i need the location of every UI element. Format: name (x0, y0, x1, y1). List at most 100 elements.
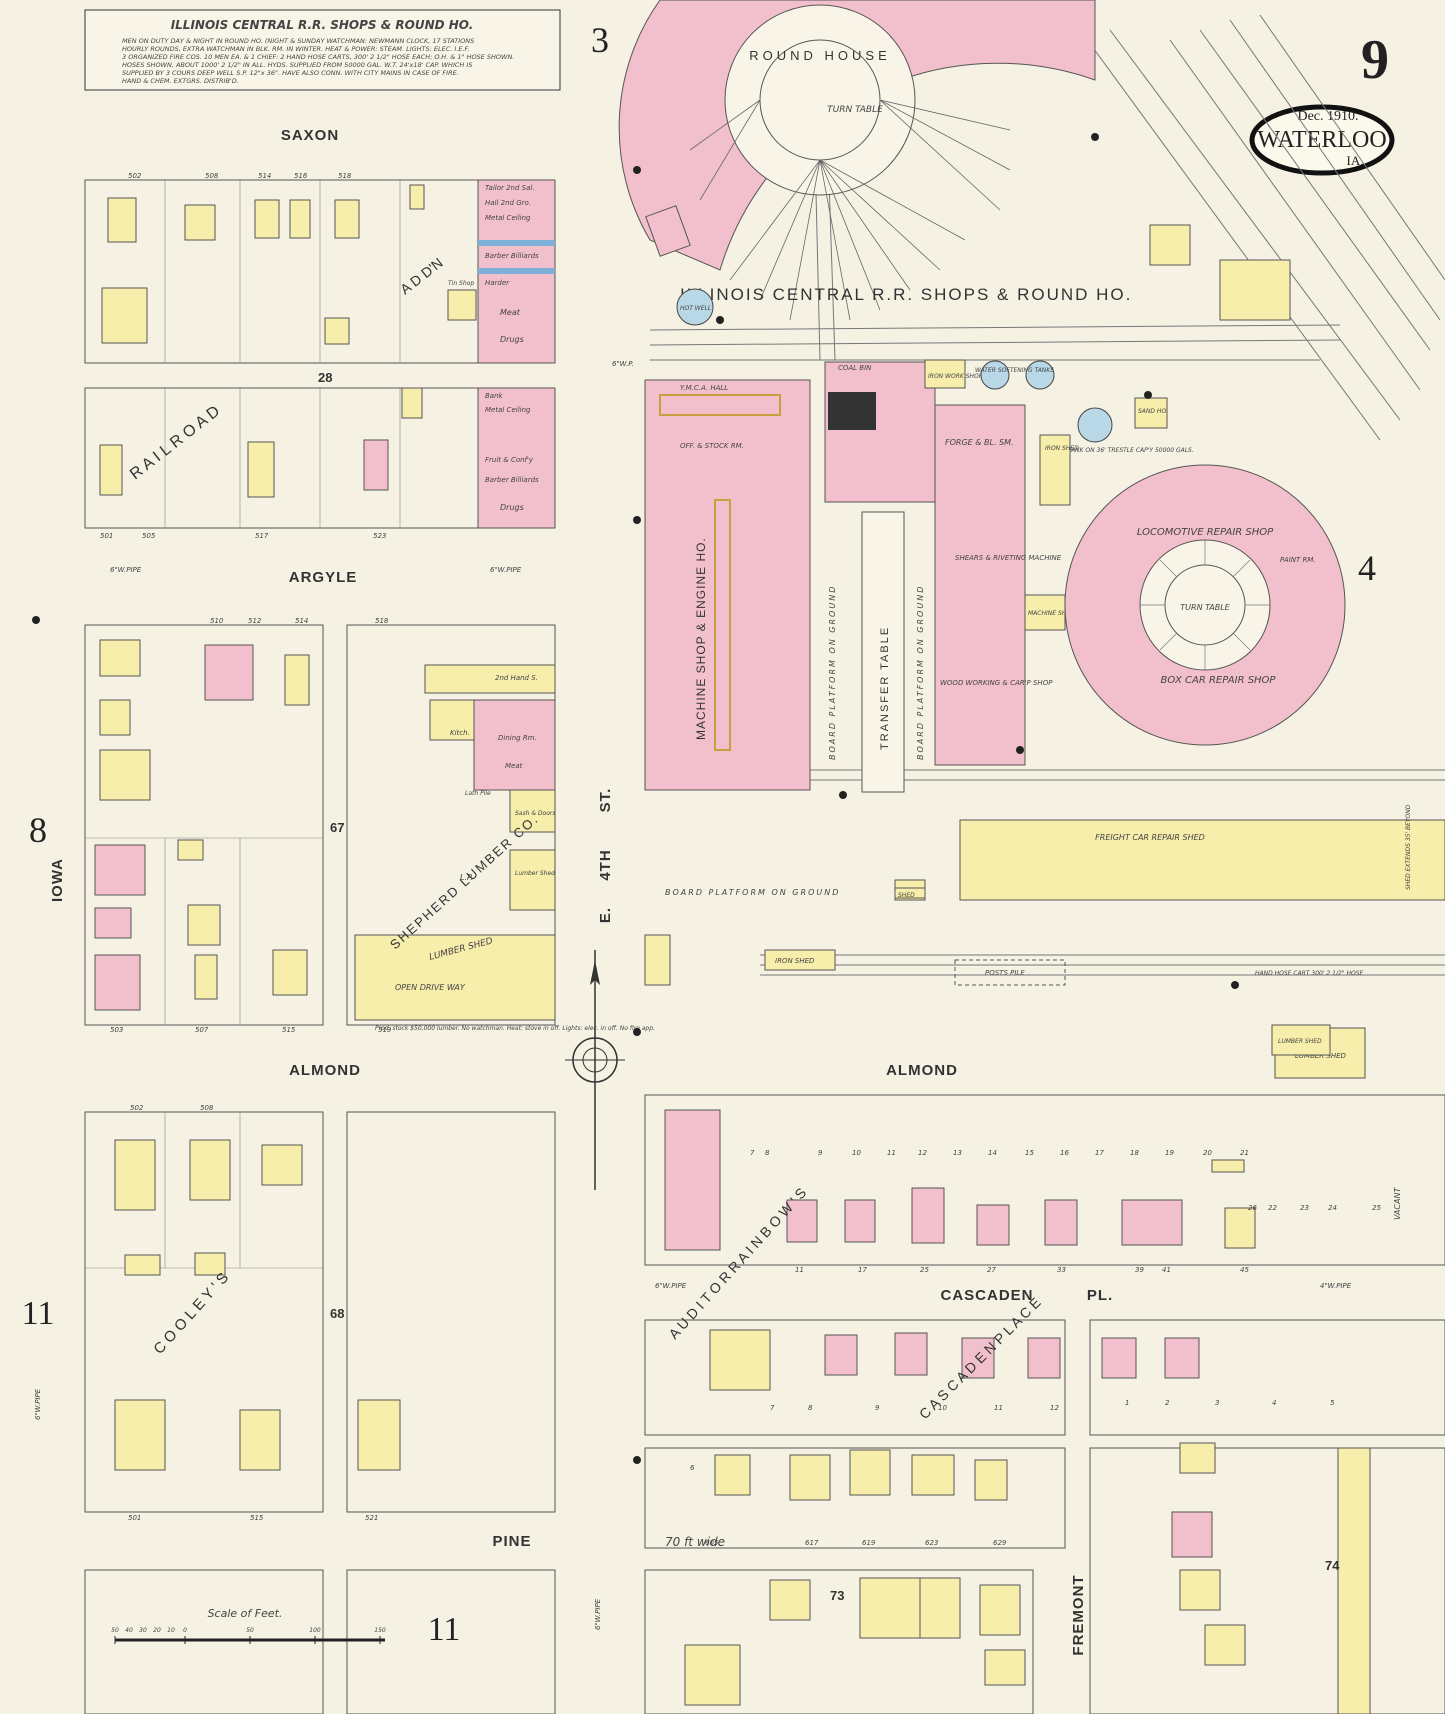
map-label: 25 (920, 1266, 929, 1274)
map-label: COAL BIN (838, 364, 872, 372)
map-label: 20 (1203, 1149, 1212, 1157)
notes-line-6: HAND & CHEM. EXTGRS. DISTRIB'D. (122, 77, 239, 85)
map-label: 6"W.P. (612, 360, 634, 368)
map-label: 8 (808, 1404, 813, 1412)
block-67-west (84, 624, 324, 1026)
street-iowa: IOWA (49, 858, 66, 902)
locomotive-repair-shop: LOCOMOTIVE REPAIR SHOP TURN TABLE BOX CA… (1064, 464, 1346, 746)
map-label: 523 (373, 532, 386, 540)
map-label: 501 (100, 532, 113, 540)
map-label: 508 (205, 172, 219, 180)
map-label: 73 (830, 1588, 844, 1603)
map-label: Lumber Shed (515, 870, 555, 877)
state-name: IA. (1347, 153, 1364, 168)
street-e4th-e: E. (597, 907, 614, 923)
map-label: Tin Shop (448, 280, 474, 287)
freight-car-repair-shed: FREIGHT CAR REPAIR SHED SHED EXTENDS 35'… (959, 804, 1445, 901)
iron-work-tanks: IRON WORK SHOP WATER SOFTENING TANKS WAT… (924, 224, 1291, 506)
map-label: Tailor 2nd Sal. (485, 184, 535, 192)
commercial-row-north (409, 179, 556, 529)
map-label: LUMBER SHED (1278, 1038, 1322, 1045)
map-label: HAND HOSE CART 300' 2 1/2" HOSE (1255, 970, 1364, 977)
street-cascaden: CASCADEN (940, 1287, 1033, 1304)
map-label: 19 (1165, 1149, 1174, 1157)
map-label: TURN TABLE (1180, 603, 1230, 612)
map-label: Drugs (500, 503, 524, 512)
map-label: 68 (330, 1306, 344, 1321)
block-cascaden-south (644, 1447, 1066, 1549)
map-label: 2nd Hand S. (495, 674, 538, 682)
map-label: Barber Billiards (485, 252, 539, 260)
map-label: Sash & Doors (515, 810, 555, 817)
map-label: 8 (765, 1149, 770, 1157)
map-label: FREIGHT CAR REPAIR SHED (1095, 833, 1205, 842)
map-label: Harder (485, 279, 510, 287)
map-label: 521 (365, 1514, 378, 1522)
map-label: 6"W.PIPE (110, 566, 142, 574)
map-label: OFF. & STOCK RM. (680, 442, 744, 450)
forge-woodworking: COAL BIN FORGE & BL. SM. SHEARS & RIVETI… (824, 361, 1075, 766)
map-label: 26 (1248, 1204, 1257, 1212)
map-label: 508 (200, 1104, 214, 1112)
map-label: 17 (858, 1266, 867, 1274)
map-label: SHED (898, 892, 915, 899)
block-pine-south-east (346, 1569, 556, 1714)
map-label: TRANSFER TABLE (879, 626, 891, 750)
map-label: 10 (938, 1404, 947, 1412)
sheet-number: 9 (1361, 29, 1389, 91)
map-label: 0 (183, 1627, 187, 1634)
map-label: 512 (248, 617, 262, 625)
transfer-table-area: TRANSFER TABLE BOARD PLATFORM ON GROUND … (665, 511, 925, 897)
map-label: 6"W.PIPE (34, 1388, 42, 1420)
street-labels: SAXON ARGYLE ALMOND ALMOND CASCADEN PL. … (49, 127, 1113, 1656)
street-fremont: FREMONT (1070, 1574, 1087, 1655)
map-label: 25 (1372, 1204, 1381, 1212)
business-labels-north: Tailor 2nd Sal. Hall 2nd Gro. Metal Ceil… (448, 184, 539, 512)
map-label: POSTS PILE (985, 969, 1025, 977)
block-numbers: 28 67 68 73 74 (318, 370, 1340, 1603)
map-label: 517 (255, 532, 269, 540)
turn-table-label-1: TURN TABLE (827, 105, 883, 115)
map-label: 12 (918, 1149, 927, 1157)
map-label: Metal Ceiling (485, 214, 531, 222)
map-label: WATER TANK ON 36' TRESTLE CAP'Y 50000 GA… (1045, 447, 1194, 454)
block-auditor-rainbow (644, 1094, 1445, 1266)
shepherd-note: Prod. stock $50,000 lumber. No watchman.… (375, 1025, 655, 1032)
block-73 (644, 1569, 1034, 1714)
machine-shop: Y.M.C.A. HALL OFF. & STOCK RM. MACHINE S… (644, 379, 811, 791)
block-68-west (84, 1111, 324, 1513)
map-label: 45 (1240, 1266, 1249, 1274)
map-label: 501 (128, 1514, 141, 1522)
map-label: 519 (378, 1026, 392, 1034)
map-label: 619 (862, 1539, 876, 1547)
map-label: 74 (1325, 1558, 1340, 1573)
block-74 (1089, 1447, 1445, 1714)
map-label: 3 (1215, 1399, 1219, 1407)
map-label: SHED EXTENDS 35' BEYOND (1405, 804, 1412, 890)
adjoining-sheet-bottom: 11 (428, 1611, 461, 1648)
water-tank (1077, 407, 1113, 443)
street-cascaden-pl: PL. (1087, 1287, 1113, 1304)
map-label: 11 (887, 1149, 896, 1157)
map-label: 623 (925, 1539, 938, 1547)
notes-box: ILLINOIS CENTRAL R.R. SHOPS & ROUND HO. … (84, 9, 561, 91)
street-pine: PINE (492, 1533, 531, 1550)
map-label: BOARD PLATFORM ON GROUND (828, 585, 837, 760)
map-label: 28 (318, 370, 332, 385)
map-label: 629 (993, 1539, 1007, 1547)
cascaden-dwellings (684, 1329, 1371, 1714)
map-label: 7 (750, 1149, 755, 1157)
yard-small-labels: IRON SHED POSTS PILE SHED HAND HOSE CART… (644, 879, 1366, 1079)
map-label: 16 (1060, 1149, 1069, 1157)
map-label: 39 (1135, 1266, 1144, 1274)
block-pine-south-west (84, 1569, 324, 1714)
hot-well (676, 288, 714, 326)
map-label: WATER SOFTENING TANKS (975, 367, 1054, 374)
street-almond-west: ALMOND (289, 1062, 361, 1079)
map-label: 33 (1057, 1266, 1066, 1274)
map-label: BOARD PLATFORM ON GROUND (665, 888, 840, 897)
street-almond-east: ALMOND (886, 1062, 958, 1079)
map-label: Dining Rm. (498, 734, 537, 742)
notes-line-4: HOSES SHOWN, ABOUT 1000' 2 1/2" IN ALL. … (122, 61, 472, 69)
notes-line-3: 3 ORGANIZED FIRE COS. 10 MEN EA. & 1 CHI… (122, 53, 514, 61)
